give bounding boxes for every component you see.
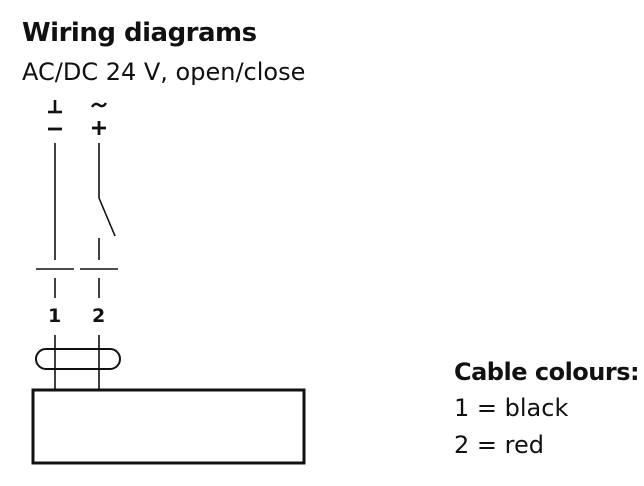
cable-sheath [35,348,121,370]
legend-item-2: 2 = red [454,431,544,459]
wire-number-2: 2 [92,305,105,327]
page-subtitle: AC/DC 24 V, open/close [22,58,306,86]
ac-plus-icon [90,102,108,135]
switch-contact [98,197,116,237]
wire-2 [98,143,116,390]
wire-number-1: 1 [48,305,61,327]
legend-title: Cable colours: [454,358,640,386]
legend-item-1: 1 = black [454,394,569,422]
actuator-body [31,388,306,465]
page-title: Wiring diagrams [22,18,257,48]
ground-minus-icon [48,100,62,131]
cable-colours-legend: Cable colours: 1 = black 2 = red [454,354,640,464]
